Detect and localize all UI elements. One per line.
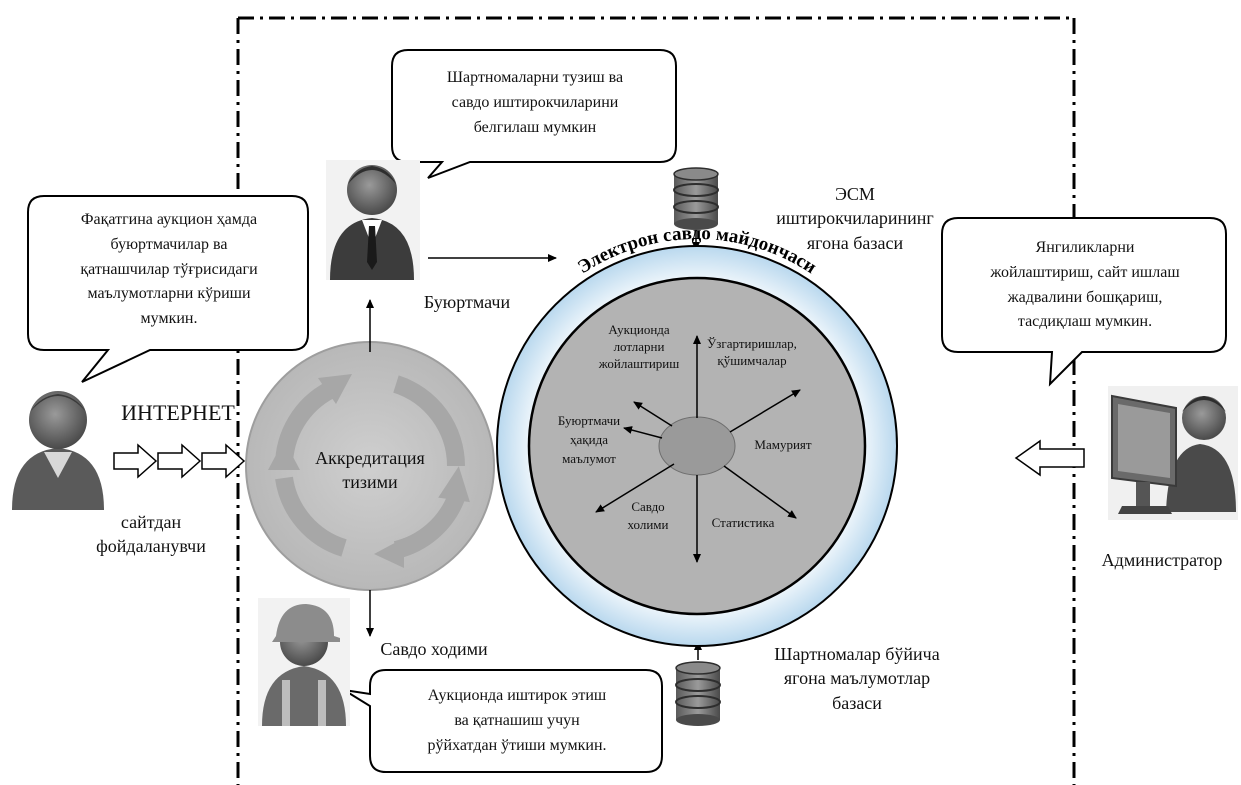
customer-bubble-line-1: Шартномаларни тузиш ва [446, 69, 624, 86]
changes-line-2: қўшимчалар [717, 352, 787, 368]
platform-item-administration: Мамурият [740, 436, 826, 454]
visitor-person-icon [12, 391, 104, 510]
spoke-administration [729, 389, 801, 433]
platform-item-trade-staff: Савдо холими [616, 498, 680, 533]
admin-input-arrow [1014, 439, 1085, 477]
contracts-db-label-line-3: базаси [832, 692, 882, 713]
accreditation-system-circle [245, 341, 495, 591]
platform-item-statistics: Статистика [700, 514, 786, 532]
accreditation-label: Аккредитация тизими [300, 446, 440, 495]
internet-label: ИНТЕРНЕТ [121, 400, 235, 425]
visitor-label-line-2: фойдаланувчи [96, 536, 206, 557]
contracts-db-label-line-2: ягона маълумотлар [783, 668, 931, 689]
staff-person-icon [258, 598, 350, 726]
spoke-trade-staff [595, 463, 675, 513]
trade-staff-line-2: холими [627, 516, 669, 532]
admin-bubble-line-2: жойлаштириш, сайт ишлаш [990, 263, 1180, 281]
customer-info-line-1: Буюртмачи [557, 413, 621, 428]
esm-database-icon [673, 167, 719, 230]
accreditation-label-line-1: Аккредитация [315, 448, 425, 468]
platform-item-customer-info: Буюртмачи ҳақида маълумот [548, 412, 630, 469]
contracts-db-label: Шартномалар бўйича ягона маълумотлар баз… [750, 642, 964, 715]
customer-bubble-text: Шартномаларни тузиш ва савдо иштирокчила… [394, 66, 676, 140]
system-boundary-frame [236, 16, 1076, 785]
contracts-db-label-line-1: Шартномалар бўйича [774, 644, 940, 664]
admin-bubble-line-1: Янгиликларни [1035, 239, 1135, 256]
customer-person-icon [326, 160, 420, 280]
esm-db-label-line-2: иштирокчиларининг [776, 208, 934, 229]
staff-bubble-line-3: рўйхатдан ўтиши мумкин. [427, 736, 607, 754]
auction-lots-line-2: лотларни [613, 338, 665, 354]
visitor-label-line-1: сайтдан [120, 512, 182, 532]
visitor-bubble-text: Фақатгина аукцион ҳамда буюртмачилар ва … [30, 208, 308, 332]
customer-speech-bubble [391, 49, 677, 179]
visitor-bubble-line-4: маълумотларни кўриши [87, 285, 251, 303]
admin-bubble-line-4: тасдиқлаш мумкин. [1017, 313, 1153, 331]
auction-lots-line-3: жойлаштириш [598, 355, 680, 371]
administration-line-1: Мамурият [754, 437, 812, 452]
accreditation-label-line-2: тизими [342, 472, 398, 493]
platform-item-changes: Ўзгартиришлар, қўшимчалар [700, 336, 804, 370]
contracts-database-icon [675, 661, 721, 726]
platform-item-auction-lots: Аукционда лотларни жойлаштириш [598, 322, 680, 373]
visitor-bubble-line-3: қатнашчилар тўғрисидаги [80, 260, 258, 278]
customer-bubble-line-3: белгилаш мумкин [473, 118, 597, 136]
admin-bubble-text: Янгиликларни жойлаштириш, сайт ишлаш жад… [944, 236, 1226, 335]
visitor-label: сайтдан фойдаланувчи [76, 510, 226, 559]
staff-label: Савдо ходими [380, 639, 488, 659]
auction-lots-line-1: Аукционда [608, 322, 670, 337]
staff-bubble-text: Аукционда иштирок этиш ва қатнашиш учун … [372, 684, 662, 758]
staff-bubble-line-1: Аукционда иштирок этиш [427, 687, 607, 704]
customer-bubble-line-2: савдо иштирокчиларини [451, 93, 619, 111]
trading-platform-circle [496, 245, 898, 647]
changes-line-1: Ўзгартиришлар, [707, 336, 797, 351]
esm-db-label-line-3: ягона базаси [806, 232, 904, 253]
visitor-bubble-line-5: мумкин. [140, 310, 198, 328]
staff-bubble-line-2: ва қатнашиш учун [454, 711, 580, 729]
customer-info-line-3: маълумот [562, 450, 616, 466]
customer-info-line-2: ҳақида [570, 431, 608, 447]
admin-label: Администратор [1101, 550, 1223, 570]
spoke-statistics [723, 465, 797, 519]
esm-db-label-line-1: ЭСМ [835, 184, 875, 204]
spoke-auction-lots [633, 401, 673, 427]
statistics-line-1: Статистика [711, 515, 775, 530]
admin-speech-bubble [941, 217, 1227, 387]
visitor-bubble-line-2: буюртмачилар ва [110, 235, 228, 253]
trade-staff-line-1: Савдо [631, 499, 665, 514]
spoke-customer-info [623, 426, 663, 439]
visitor-speech-bubble [27, 195, 309, 383]
admin-bubble-line-3: жадвалини бошқариш, [1007, 288, 1163, 306]
esm-db-label: ЭСМ иштирокчиларининг ягона базаси [748, 182, 962, 255]
visitor-bubble-line-1: Фақатгина аукцион ҳамда [80, 211, 258, 228]
internet-connection-arrows [113, 443, 246, 479]
admin-computer-icon [1108, 386, 1238, 520]
customer-label: Буюртмачи [423, 292, 511, 312]
staff-speech-bubble [343, 669, 663, 773]
